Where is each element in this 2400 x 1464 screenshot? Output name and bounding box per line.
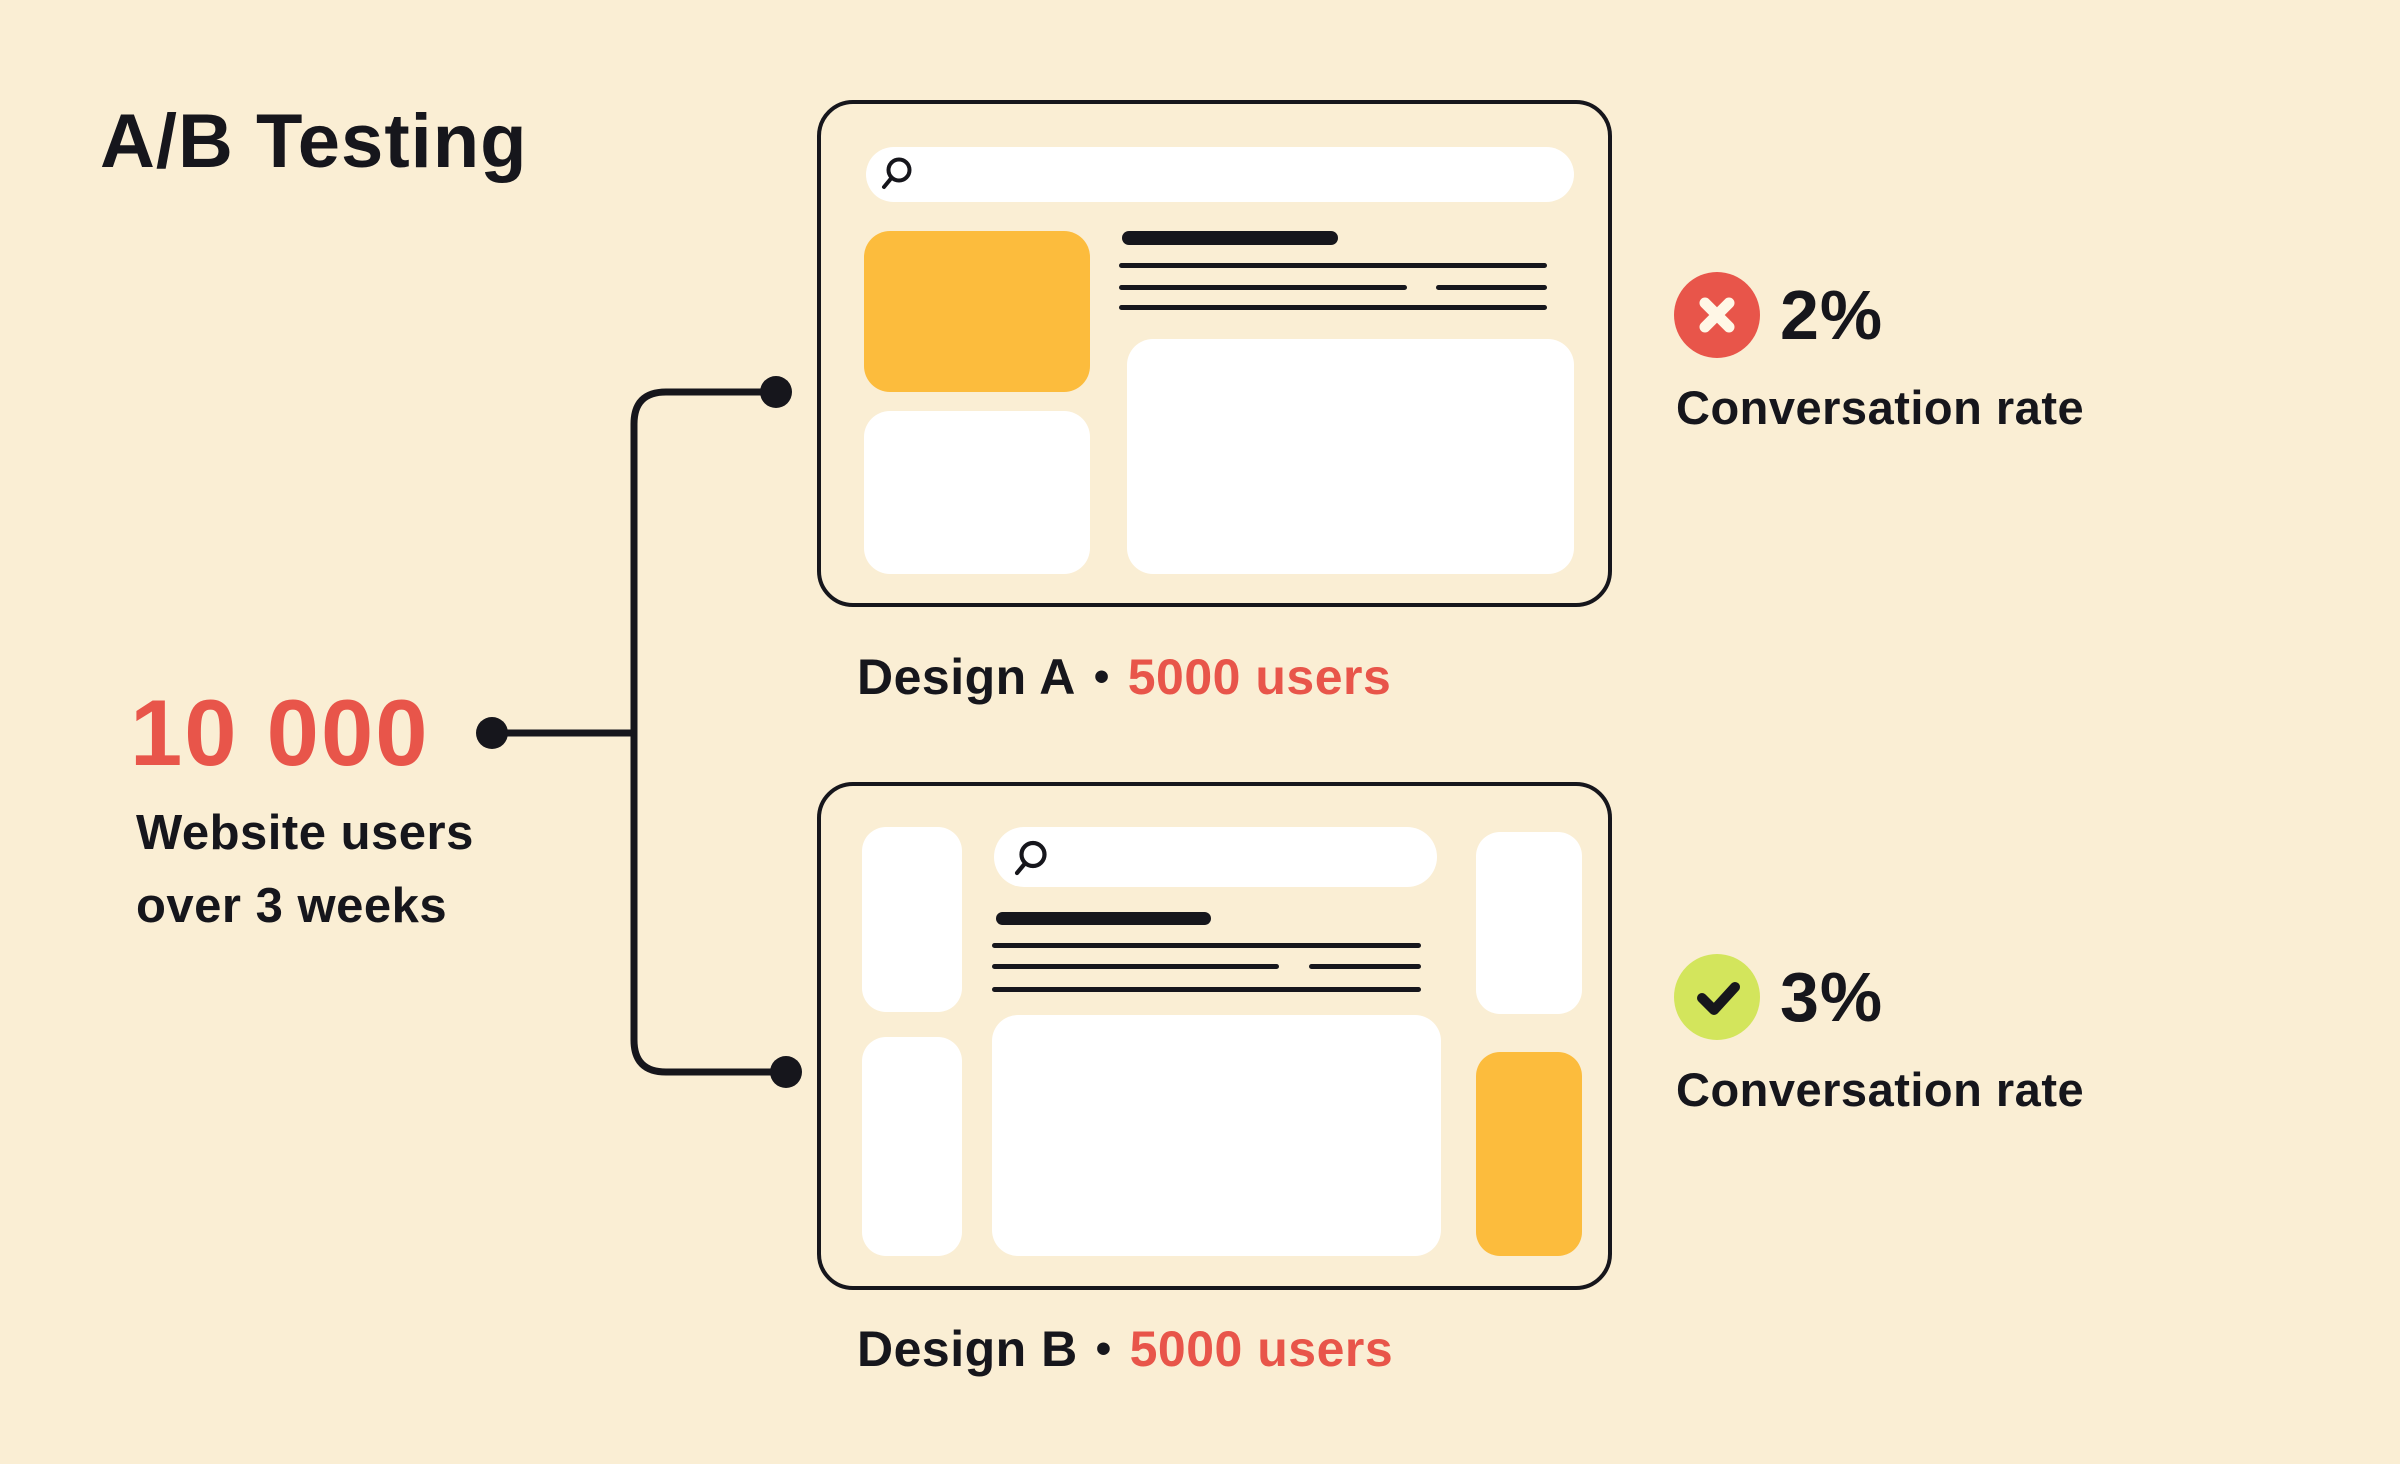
- caption-bullet: •: [1093, 652, 1110, 701]
- headline-bar: [996, 912, 1211, 925]
- text-line: [992, 943, 1421, 948]
- caption-bullet: •: [1095, 1324, 1112, 1373]
- source-value: 10 000: [130, 680, 430, 785]
- variant-users: 5000 users: [1129, 1321, 1394, 1377]
- design-b-mockup: [817, 782, 1612, 1290]
- search-icon: [1014, 840, 1047, 876]
- banner-placeholder-orange: [1476, 1052, 1582, 1256]
- text-line: [1119, 305, 1547, 310]
- design-b-caption: Design B • 5000 users: [857, 1320, 1393, 1378]
- sidebar-placeholder: [862, 827, 962, 1012]
- text-line: [1119, 263, 1547, 268]
- conversion-label: Conversation rate: [1676, 1063, 2085, 1116]
- text-line: [1119, 285, 1407, 290]
- sidebar-placeholder: [862, 1037, 962, 1256]
- x-icon: [1674, 272, 1760, 358]
- variant-name: Design B: [857, 1321, 1078, 1377]
- variant-users: 5000 users: [1127, 649, 1392, 705]
- connector-dot: [770, 1056, 802, 1088]
- branch-line: [630, 388, 790, 1076]
- design-a-mockup: [817, 100, 1612, 607]
- headline-bar: [1122, 231, 1338, 245]
- content-placeholder: [992, 1015, 1441, 1256]
- text-line: [1436, 285, 1547, 290]
- search-bar: [994, 827, 1437, 887]
- text-line: [1309, 964, 1421, 969]
- design-b-result: 3% Conversation rate: [1674, 954, 2234, 1144]
- image-placeholder-white: [864, 411, 1090, 574]
- source-label-line1: Website users: [136, 806, 474, 860]
- page-title: A/B Testing: [100, 99, 528, 184]
- check-icon: [1674, 954, 1760, 1040]
- image-placeholder-orange: [864, 231, 1090, 392]
- source-label: Website users over 3 weeks: [136, 797, 474, 943]
- variant-name: Design A: [857, 649, 1076, 705]
- text-line: [992, 987, 1421, 992]
- conversion-value: 3%: [1780, 958, 1884, 1036]
- conversion-label: Conversation rate: [1676, 381, 2085, 434]
- content-placeholder: [1127, 339, 1574, 574]
- design-a-result: 2% Conversation rate: [1674, 272, 2234, 462]
- check-icon-glyph: [1697, 982, 1740, 1015]
- search-bar: [866, 147, 1574, 202]
- search-icon: [882, 157, 912, 189]
- source-label-line2: over 3 weeks: [136, 879, 448, 933]
- text-line: [992, 964, 1279, 969]
- connector-dot: [760, 376, 792, 408]
- connector-dot: [476, 717, 508, 749]
- sidebar-placeholder: [1476, 832, 1582, 1014]
- x-icon-glyph: [1699, 297, 1735, 333]
- conversion-value: 2%: [1780, 276, 1884, 354]
- design-a-caption: Design A • 5000 users: [857, 648, 1391, 706]
